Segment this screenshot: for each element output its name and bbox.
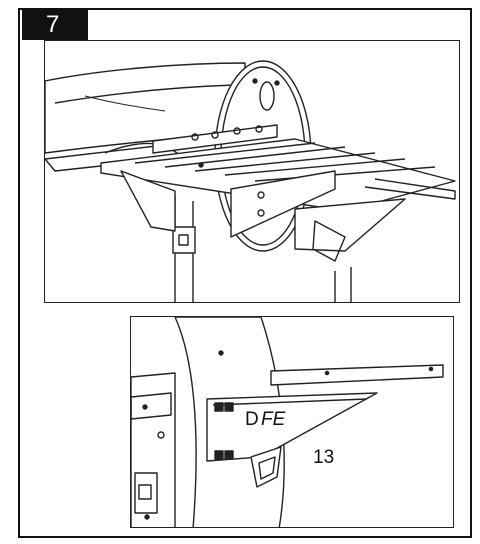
label-fe: FE bbox=[261, 409, 286, 430]
grill-shelf-assembly-drawing bbox=[45, 60, 456, 302]
detail-illustration: D FE 13 bbox=[130, 316, 454, 528]
step-number-badge: 7 bbox=[22, 10, 88, 40]
instruction-frame bbox=[18, 8, 472, 538]
bracket-detail-drawing bbox=[131, 317, 444, 527]
part-number-label: 13 bbox=[313, 447, 335, 468]
overview-illustration bbox=[44, 40, 460, 303]
label-d: D bbox=[245, 409, 259, 430]
